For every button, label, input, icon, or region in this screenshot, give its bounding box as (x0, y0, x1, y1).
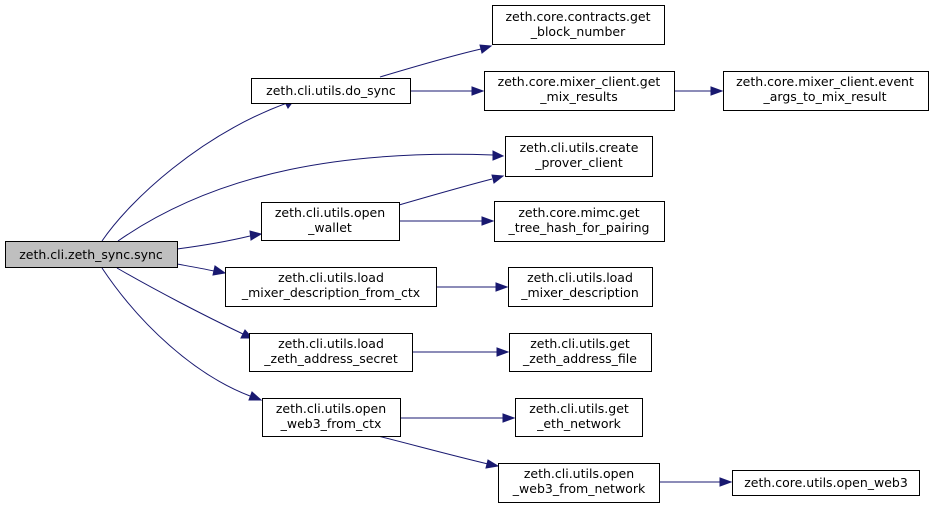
edge-root-to-create-prover-client (117, 150, 505, 242)
edge-open-web3-from-network-to-open-web3 (660, 477, 733, 487)
node-load-zeth-address-secret[interactable]: zeth.cli.utils.load _zeth_address_secret (249, 333, 413, 372)
node-label-line-2: _wallet (307, 220, 352, 235)
node-open-web3-from-network[interactable]: zeth.cli.utils.open _web3_from_network (498, 463, 660, 503)
node-label-line-2: _web3_from_network (512, 481, 646, 496)
node-get-block-number[interactable]: zeth.core.contracts.get _block_number (492, 5, 665, 45)
node-label-line-1: zeth.cli.utils.create (520, 140, 639, 155)
node-label-line-1: zeth.core.mixer_client.get (498, 74, 661, 89)
node-do-sync[interactable]: zeth.cli.utils.do_sync (251, 78, 411, 104)
node-label-line-1: zeth.cli.utils.get (529, 401, 629, 416)
node-label-line-1: zeth.cli.utils.get (530, 336, 630, 351)
edge-root-to-open-wallet (176, 230, 263, 250)
node-label-line-1: zeth.cli.utils.open (276, 401, 386, 416)
edge-open-wallet-to-create-prover-client (398, 174, 505, 206)
node-zeth-sync-sync[interactable]: zeth.cli.zeth_sync.sync (5, 241, 178, 268)
node-get-eth-network[interactable]: zeth.cli.utils.get _eth_network (515, 398, 643, 437)
node-label-line-2: _web3_from_ctx (280, 416, 382, 431)
node-label-line-2: _mix_results (539, 89, 617, 104)
node-label: zeth.cli.utils.do_sync (266, 83, 396, 98)
node-load-mixer-description-from-ctx[interactable]: zeth.cli.utils.load _mixer_description_f… (225, 267, 437, 307)
edge-get-mix-results-to-event-args (675, 86, 724, 96)
edge-open-web3-ctx-to-open-web3-from-network (369, 433, 500, 469)
node-label-line-2: _block_number (530, 24, 626, 39)
node-label-line-1: zeth.cli.utils.load (278, 336, 384, 351)
node-label-line-1: zeth.core.mimc.get (518, 205, 639, 220)
node-label-line-2: _mixer_description (520, 285, 639, 300)
node-create-prover-client[interactable]: zeth.cli.utils.create _prover_client (505, 136, 653, 177)
node-open-web3[interactable]: zeth.core.utils.open_web3 (732, 470, 920, 496)
edge-load-zeth-secret-to-get-zeth-address-file (412, 347, 510, 357)
node-label-line-1: zeth.core.contracts.get (505, 9, 650, 24)
node-open-web3-from-ctx[interactable]: zeth.cli.utils.open _web3_from_ctx (262, 398, 401, 437)
node-get-mix-results[interactable]: zeth.core.mixer_client.get _mix_results (484, 71, 675, 111)
node-get-zeth-address-file[interactable]: zeth.cli.utils.get _zeth_address_file (509, 333, 652, 372)
node-get-tree-hash-for-pairing[interactable]: zeth.core.mimc.get _tree_hash_for_pairin… (494, 201, 665, 242)
node-label-line-2: _args_to_mix_result (763, 89, 887, 104)
node-label-line-2: _tree_hash_for_pairing (508, 220, 650, 235)
node-event-args-to-mix-result[interactable]: zeth.core.mixer_client.event _args_to_mi… (723, 71, 929, 111)
node-label-line-1: zeth.cli.utils.open (275, 205, 385, 220)
node-label-line-2: _zeth_address_secret (263, 351, 398, 366)
node-label-line-2: _eth_network (536, 416, 622, 431)
edge-open-web3-ctx-to-get-eth-network (400, 413, 516, 423)
edge-open-wallet-to-get-tree-hash (399, 216, 495, 226)
edge-root-to-open-web3-from-ctx (101, 267, 263, 401)
node-label-line-2: _mixer_description_from_ctx (241, 285, 420, 300)
node-label-line-2: _zeth_address_file (522, 351, 637, 366)
node-label-line-1: zeth.cli.utils.load (278, 270, 384, 285)
node-load-mixer-description[interactable]: zeth.cli.utils.load _mixer_description (508, 267, 653, 307)
node-label: zeth.core.utils.open_web3 (744, 475, 908, 490)
node-label: zeth.cli.zeth_sync.sync (19, 247, 163, 262)
edge-do-sync-to-get-block-number (379, 44, 493, 78)
node-label-line-1: zeth.cli.utils.load (527, 270, 633, 285)
node-label-line-2: _prover_client (534, 155, 623, 170)
node-open-wallet[interactable]: zeth.cli.utils.open _wallet (261, 202, 400, 241)
node-label-line-1: zeth.core.mixer_client.event (736, 74, 914, 89)
edge-do-sync-to-get-mix-results (411, 86, 485, 96)
edge-load-mixer-desc-ctx-to-load-mixer-desc (436, 282, 509, 292)
edge-root-to-load-mixer-description-from-ctx (176, 263, 227, 276)
node-label-line-1: zeth.cli.utils.open (524, 466, 634, 481)
